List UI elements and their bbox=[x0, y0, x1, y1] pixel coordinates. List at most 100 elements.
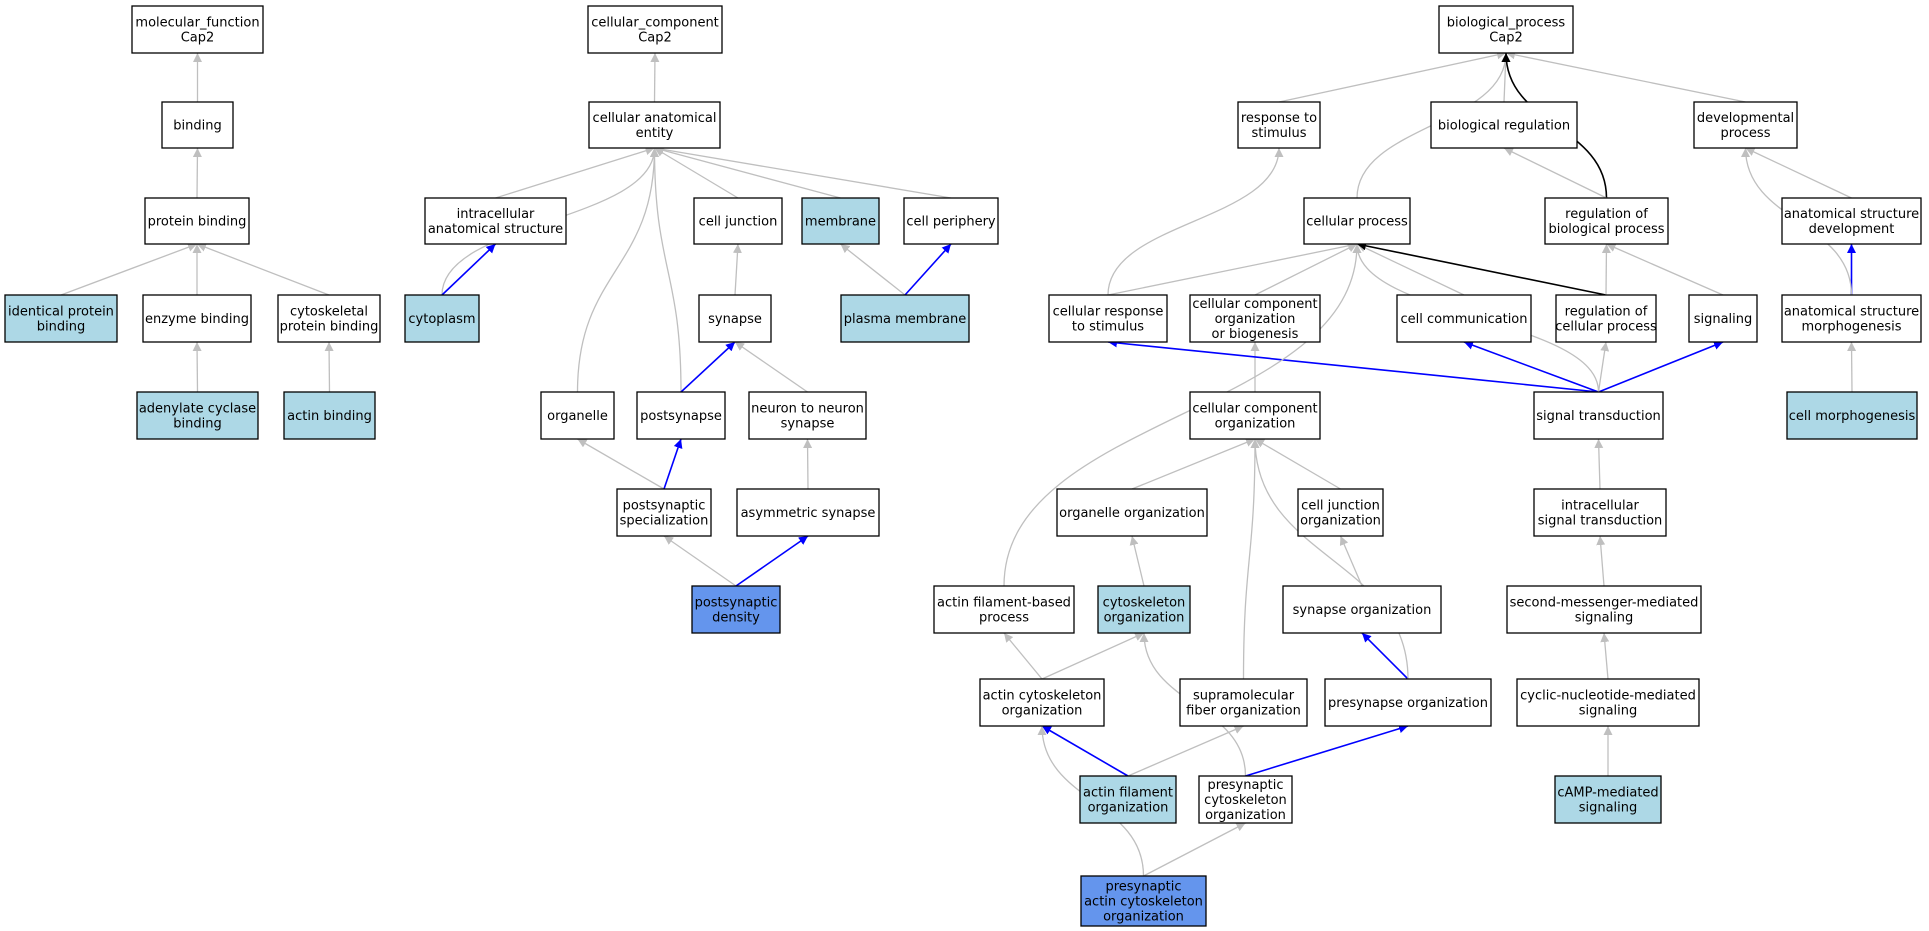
go-term-node-cell-morphogenesis[interactable]: cell morphogenesis bbox=[1786, 391, 1918, 440]
node-box bbox=[136, 391, 259, 440]
node-box bbox=[1237, 101, 1321, 149]
node-box bbox=[736, 488, 880, 537]
edge-organelle-to-cellular-anatomical-entity bbox=[576, 147, 659, 393]
edge-intracellular-signal-transduction-to-signal-transduction bbox=[1594, 438, 1604, 490]
go-term-node-organelle-organization[interactable]: organelle organization bbox=[1056, 488, 1208, 537]
node-label-line: fiber organization bbox=[1186, 704, 1301, 719]
node-label-line: intracellular bbox=[457, 207, 535, 222]
node-label-line: actin cytoskeleton bbox=[1084, 895, 1203, 910]
edge-presynaptic-actin-cytoskeleton-organization-to-presynaptic-cytoskeleton-organization bbox=[1143, 822, 1246, 877]
go-term-node-cellular-process[interactable]: cellular process bbox=[1303, 197, 1411, 245]
node-label-line: cAMP-mediated bbox=[1557, 786, 1658, 801]
edge-cell-communication-to-cellular-process bbox=[1356, 243, 1465, 296]
go-term-node-actin-binding[interactable]: actin binding bbox=[283, 391, 376, 440]
node-label-line: binding bbox=[173, 119, 221, 134]
go-term-node-asymmetric-synapse[interactable]: asymmetric synapse bbox=[736, 488, 880, 537]
node-label-line: presynaptic bbox=[1105, 880, 1181, 895]
edge-cellular-component-organization-or-biogenesis-to-cellular-process bbox=[1254, 243, 1358, 296]
node-label-line: cytoskeleton bbox=[1204, 793, 1287, 808]
edge-postsynaptic-density-to-asymmetric-synapse bbox=[735, 535, 809, 587]
go-term-node-cell-communication[interactable]: cell communication bbox=[1396, 294, 1532, 343]
node-label-line: postsynapse bbox=[640, 409, 722, 424]
node-box bbox=[1097, 585, 1191, 634]
go-term-node-synapse[interactable]: synapse bbox=[698, 294, 772, 343]
edge-signal-transduction-to-cell-communication bbox=[1463, 340, 1599, 393]
node-label-line: signaling bbox=[1579, 704, 1638, 719]
go-term-node-synapse-organization[interactable]: synapse organization bbox=[1282, 585, 1442, 634]
edge-developmental-process-to-bp bbox=[1505, 50, 1746, 103]
node-label-line: synapse organization bbox=[1293, 603, 1432, 618]
node-label-line: organization bbox=[1002, 704, 1083, 719]
node-box bbox=[1688, 294, 1758, 343]
go-term-node-signaling[interactable]: signaling bbox=[1688, 294, 1758, 343]
node-label-line: cellular_component bbox=[591, 16, 719, 31]
go-term-node-membrane[interactable]: membrane bbox=[801, 197, 880, 245]
edge-postsynapse-to-synapse bbox=[680, 341, 736, 393]
node-label-line: molecular_function bbox=[135, 16, 259, 31]
go-term-node-signal-transduction[interactable]: signal transduction bbox=[1533, 391, 1664, 440]
node-box bbox=[693, 197, 783, 245]
node-label-line: Cap2 bbox=[1489, 31, 1523, 46]
go-term-node-cytoplasm[interactable]: cytoplasm bbox=[404, 294, 480, 343]
go-term-node-cell-junction[interactable]: cell junction bbox=[693, 197, 783, 245]
node-label-line: signal transduction bbox=[1536, 409, 1661, 424]
node-label-line: protein binding bbox=[280, 320, 379, 335]
go-term-node-organelle[interactable]: organelle bbox=[540, 391, 615, 440]
node-label-line: enzyme binding bbox=[145, 312, 249, 327]
go-term-node-plasma-membrane[interactable]: plasma membrane bbox=[840, 294, 970, 343]
go-term-node-binding[interactable]: binding bbox=[161, 101, 234, 149]
edge-synapse-to-cell-junction bbox=[732, 243, 742, 296]
go-term-node-presynapse-organization[interactable]: presynapse organization bbox=[1324, 678, 1492, 727]
go-term-node-protein-binding[interactable]: protein binding bbox=[144, 197, 250, 245]
go-term-node-enzyme-binding[interactable]: enzyme binding bbox=[142, 294, 252, 343]
node-box bbox=[1048, 294, 1168, 343]
go-term-node-cell-periphery[interactable]: cell periphery bbox=[903, 197, 999, 245]
edge-actin-filament-organization-to-actin-cytoskeleton-organization bbox=[1041, 725, 1129, 777]
node-box bbox=[588, 101, 721, 149]
go-term-node-postsynapse[interactable]: postsynapse bbox=[636, 391, 726, 440]
go-term-node-biological-regulation[interactable]: biological regulation bbox=[1430, 101, 1578, 149]
edge-signaling-to-regulation-of-biological-process bbox=[1606, 243, 1724, 296]
node-box bbox=[404, 294, 480, 343]
node-label-line: cytoskeleton bbox=[1103, 596, 1186, 611]
node-label-line: cellular process bbox=[1306, 215, 1408, 230]
edge-plasma-membrane-to-cell-periphery bbox=[904, 243, 952, 296]
node-label-line: plasma membrane bbox=[844, 312, 967, 327]
node-box bbox=[4, 294, 118, 343]
node-box bbox=[1198, 775, 1293, 824]
node-label-line: organization bbox=[1103, 910, 1184, 925]
